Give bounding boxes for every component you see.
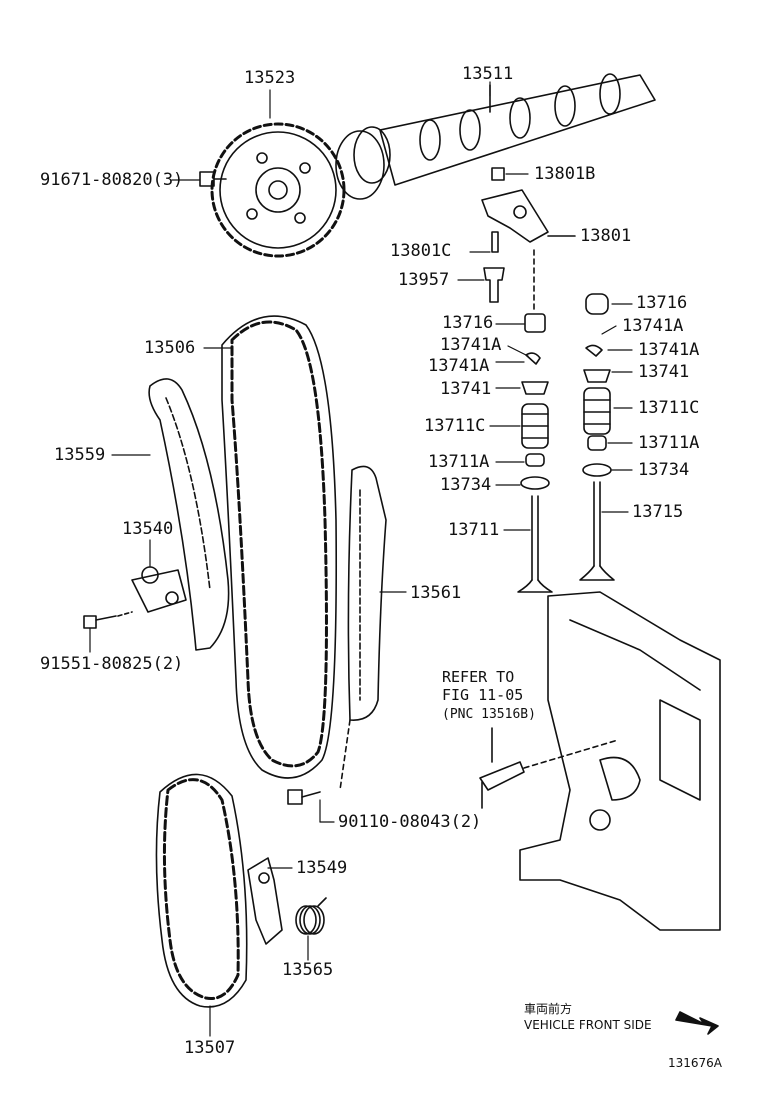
chain-tensioner	[131, 566, 187, 613]
part-90110-label: 90110-08043(2)	[338, 812, 482, 832]
part-13801B-label: 13801B	[534, 164, 596, 184]
part-13741-right-label: 13741	[638, 362, 690, 382]
front-side-arrow	[675, 1011, 719, 1035]
part-13741A-right1-label: 13741A	[622, 316, 684, 336]
part-13549-label: 13549	[296, 858, 348, 878]
orientation-english: VEHICLE FRONT SIDE	[524, 1018, 652, 1032]
part-13506-label: 13506	[144, 338, 196, 358]
part-13741A-right2-label: 13741A	[638, 340, 700, 360]
part-13711C-right-label: 13711C	[638, 398, 700, 418]
part-13523-label: 13523	[244, 68, 296, 88]
orientation-japanese: 車両前方	[524, 1002, 573, 1016]
part-13801C-label: 13801C	[390, 241, 452, 261]
part-13559-label: 13559	[54, 445, 106, 465]
part-13711C-left-label: 13711C	[424, 416, 486, 436]
part-91671-label: 91671-80820(3)	[40, 170, 184, 190]
part-13715-label: 13715	[632, 502, 684, 522]
part-13716-right-label: 13716	[636, 293, 688, 313]
left-valve-stack	[517, 313, 553, 593]
part-13711-label: 13711	[448, 520, 500, 540]
part-13734-left-label: 13734	[440, 475, 492, 495]
part-13540-label: 13540	[122, 519, 174, 539]
chain-guide-13561	[339, 465, 387, 791]
right-valve-stack	[579, 293, 615, 581]
camshaft-sprocket	[210, 122, 346, 258]
part-13741A-left1-label: 13741A	[440, 335, 502, 355]
reference-line-3: (PNC 13516B)	[442, 707, 536, 722]
tensioner-spring	[295, 897, 327, 935]
part-13957-label: 13957	[398, 270, 450, 290]
part-13741A-left2-label: 13741A	[428, 356, 490, 376]
part-13741-left-label: 13741	[440, 379, 492, 399]
part-13507-label: 13507	[184, 1038, 236, 1058]
bolt-90110	[287, 789, 321, 805]
bolt-91551	[83, 611, 133, 629]
illustration-id: 131676A	[668, 1056, 723, 1070]
chain-guide-13559	[148, 378, 230, 651]
part-13511-label: 13511	[462, 64, 514, 84]
part-13711A-left-label: 13711A	[428, 452, 490, 472]
reference-pipe	[479, 727, 619, 809]
timing-chain-upper	[221, 315, 338, 779]
oil-pump-chain	[155, 773, 248, 1008]
part-13716-left-label: 13716	[442, 313, 494, 333]
part-91551-label: 91551-80825(2)	[40, 654, 184, 674]
part-13711A-right-label: 13711A	[638, 433, 700, 453]
cylinder-head	[519, 591, 721, 931]
part-13561-label: 13561	[410, 583, 462, 603]
reference-line-2: FIG 11-05	[442, 686, 524, 704]
leader-lines	[89, 81, 633, 1037]
part-13565-label: 13565	[282, 960, 334, 980]
bolt-91671	[199, 171, 227, 187]
part-13734-right-label: 13734	[638, 460, 690, 480]
reference-line-1: REFER TO	[442, 668, 515, 686]
chain-tensioner-arm	[247, 857, 283, 945]
part-13801-label: 13801	[580, 226, 632, 246]
rocker-arm-assembly	[481, 167, 576, 313]
